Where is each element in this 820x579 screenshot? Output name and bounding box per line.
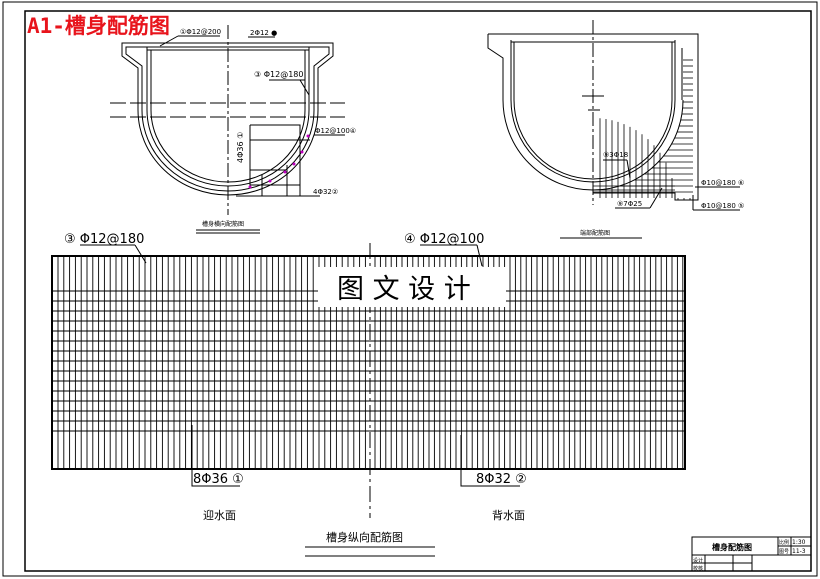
cross-section-caption: 槽身横向配筋图 bbox=[202, 220, 244, 228]
face-upstream: 迎水面 bbox=[203, 509, 236, 522]
title-block-name: 槽身配筋图 bbox=[712, 542, 752, 552]
row-checker: 校核 bbox=[693, 565, 703, 572]
leader-lines bbox=[80, 244, 520, 557]
end-label-d: Φ10@180 ⑤ bbox=[701, 202, 744, 210]
end-section-drawing bbox=[487, 20, 740, 239]
face-downstream: 背水面 bbox=[492, 508, 525, 522]
label-top-bar: 2Φ12 ● bbox=[250, 29, 277, 37]
rebar-dots bbox=[248, 134, 310, 189]
label-wall: ③ Φ12@180 bbox=[254, 70, 303, 79]
scale-label: 比例 bbox=[779, 539, 789, 546]
scale-value: 1:30 bbox=[792, 539, 806, 546]
drawing-title: A1-槽身配筋图 bbox=[27, 14, 170, 38]
end-label-a: ⑨3Φ18 bbox=[603, 151, 628, 159]
label-vertical: 4Φ36 ① bbox=[236, 132, 245, 163]
label-arc: Φ12@100④ bbox=[315, 127, 356, 135]
svg-text:图 文 设 计: 图 文 设 计 bbox=[337, 274, 471, 305]
title-block bbox=[691, 536, 812, 572]
longitudinal-caption: 槽身纵向配筋图 bbox=[326, 530, 403, 544]
label-bottom: 4Φ32② bbox=[313, 188, 338, 196]
label-long-bottom-right: 8Φ32 ② bbox=[476, 472, 527, 487]
row-designer: 设计 bbox=[693, 557, 703, 564]
label-long-top-right: ④ Φ12@100 bbox=[404, 232, 484, 247]
longitudinal-outline bbox=[51, 255, 686, 470]
label-long-top-left: ③ Φ12@180 bbox=[64, 232, 144, 247]
label-top-left: ①Φ12@200 bbox=[180, 28, 221, 36]
inner-frame bbox=[24, 10, 812, 572]
number-label: 图号 bbox=[779, 549, 789, 555]
end-label-b: Φ10@180 ⑥ bbox=[701, 179, 744, 187]
end-label-c: ⑨7Φ25 bbox=[617, 200, 642, 208]
number-value: 11-3 bbox=[792, 548, 806, 555]
end-section-mesh bbox=[593, 59, 693, 200]
watermark: 图 文 设 计 bbox=[318, 267, 506, 307]
label-long-bottom-left: 8Φ36 ① bbox=[193, 472, 244, 487]
cross-section-drawing bbox=[110, 25, 345, 234]
end-section-caption: 端部配筋图 bbox=[580, 229, 610, 237]
